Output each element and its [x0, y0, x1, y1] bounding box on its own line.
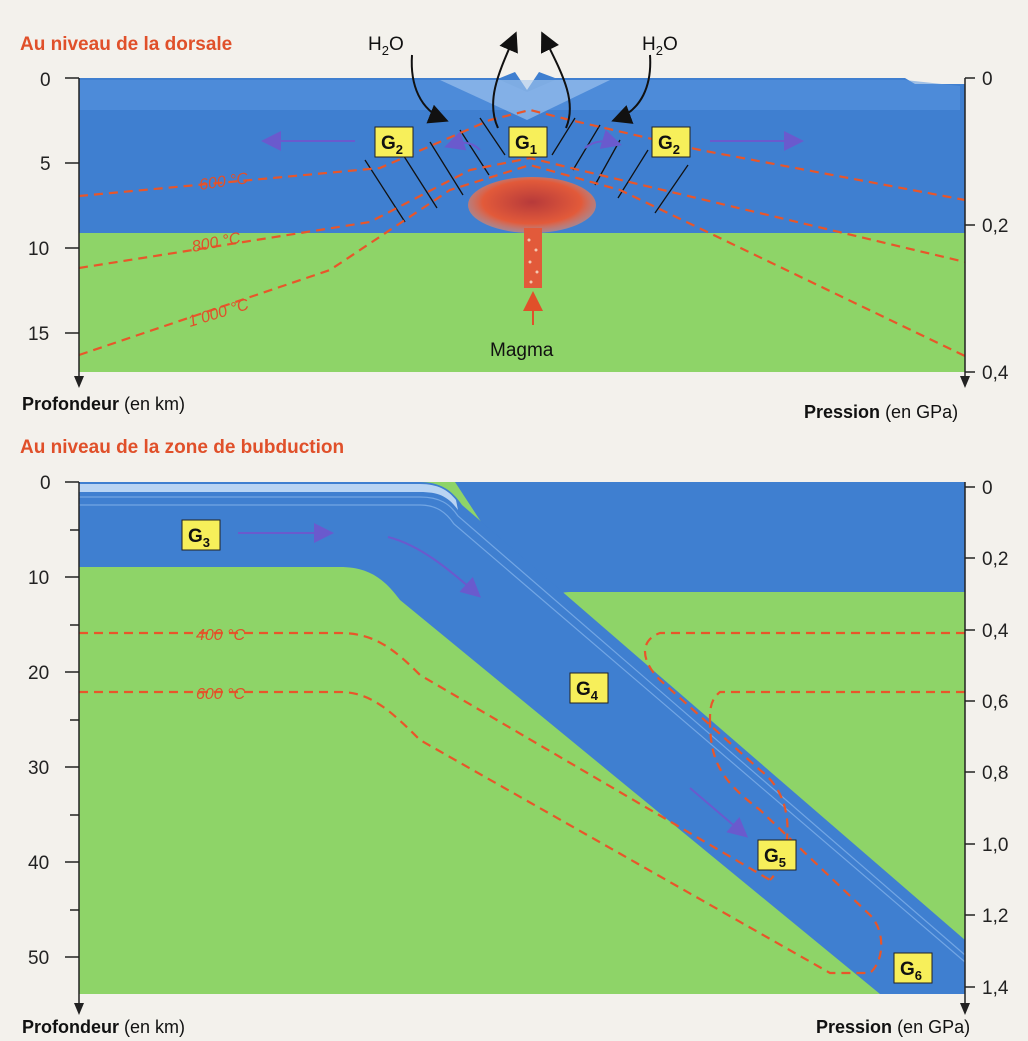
- label-g6: G6: [893, 952, 933, 984]
- isotherm-label-600-ridge: 600 °C: [198, 170, 249, 194]
- subduction-depth-axis-label: Profondeur (en km): [22, 1017, 185, 1037]
- label-g5: G5: [757, 839, 797, 871]
- subduction-pressure-tick-02: 0,2: [982, 549, 1008, 570]
- water-inflow-left-arrow: [410, 54, 449, 124]
- ridge-pressure-tick-0: 0: [982, 69, 993, 90]
- slab-descent-arrow-1: [387, 536, 481, 598]
- ridge-isotherms: [78, 108, 966, 357]
- subduction-title: Au niveau de la zone de bubduction: [20, 437, 344, 458]
- svg-text:G2: G2: [381, 133, 403, 157]
- ridge-panel: [65, 31, 975, 388]
- ridge-depth-tick-5: 5: [40, 154, 51, 175]
- overriding-plate: [455, 482, 965, 612]
- subduction-depth-tick-50: 50: [28, 948, 49, 969]
- svg-text:G3: G3: [188, 526, 210, 550]
- subduction-depth-tick-40: 40: [28, 853, 49, 874]
- subduction-pressure-tick-14: 1,4: [982, 978, 1009, 999]
- subduction-depth-tick-10: 10: [28, 568, 49, 589]
- slab-descent-arrow-2: [689, 787, 749, 838]
- ridge-depth-tick-15: 15: [28, 324, 49, 345]
- label-g2-right: G2: [651, 126, 691, 158]
- subduction-pressure-tick-08: 0,8: [982, 763, 1008, 784]
- water-left-label: H2O: [368, 34, 404, 58]
- subduction-pressure-axis-label: Pression (en GPa): [816, 1017, 970, 1037]
- svg-text:G1: G1: [515, 133, 537, 157]
- subduction-pressure-tick-0: 0: [982, 478, 993, 499]
- subduction-depth-tick-20: 20: [28, 663, 49, 684]
- label-g4: G4: [569, 672, 609, 704]
- subduction-pressure-tick-12: 1,2: [982, 906, 1008, 927]
- ridge-pressure-tick-02: 0,2: [982, 216, 1008, 237]
- subduction-depth-tick-30: 30: [28, 758, 49, 779]
- label-g1: G1: [508, 126, 548, 158]
- ridge-title: Au niveau de la dorsale: [20, 34, 232, 55]
- svg-text:G4: G4: [576, 679, 599, 703]
- subduction-panel: [65, 481, 975, 1015]
- ridge-depth-tick-0: 0: [40, 70, 51, 91]
- magma-conduit: [524, 228, 542, 288]
- ridge-mantle: [79, 232, 965, 372]
- water-inflow-right-arrow: [611, 54, 652, 124]
- subduction-pressure-tick-06: 0,6: [982, 692, 1008, 713]
- ridge-pressure-axis-label: Pression (en GPa): [804, 402, 958, 422]
- label-g3: G3: [181, 519, 221, 551]
- water-outflow-right-arrow: [540, 31, 571, 129]
- svg-text:G5: G5: [764, 846, 786, 870]
- isotherm-label-400: 400 °C: [196, 627, 246, 644]
- label-g2-left: G2: [374, 126, 414, 158]
- subduction-pressure-tick-04: 0,4: [982, 621, 1009, 642]
- ridge-pressure-tick-04: 0,4: [982, 363, 1009, 384]
- subduction-depth-tick-0: 0: [40, 473, 51, 494]
- subducting-slab: [79, 482, 965, 994]
- magma-label: Magma: [490, 340, 554, 361]
- water-outflow-left-arrow: [492, 31, 518, 129]
- ridge-depth-axis-label: Profondeur (en km): [22, 394, 185, 414]
- subduction-pressure-tick-10: 1,0: [982, 835, 1008, 856]
- svg-text:G6: G6: [900, 959, 922, 983]
- ridge-depth-tick-10: 10: [28, 239, 49, 260]
- water-right-label: H2O: [642, 34, 678, 58]
- svg-text:G2: G2: [658, 133, 680, 157]
- isotherm-label-600: 600 °C: [196, 686, 246, 703]
- magma-chamber: [468, 177, 596, 233]
